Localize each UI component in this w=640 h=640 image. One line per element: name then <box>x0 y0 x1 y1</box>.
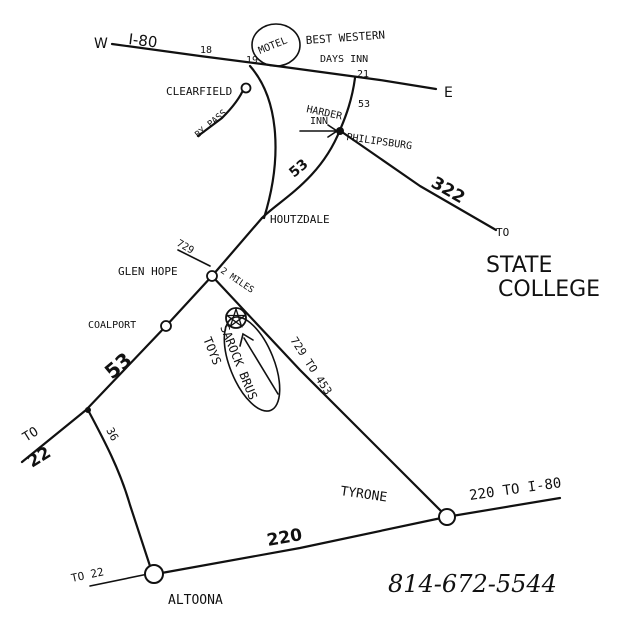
clearfield-label: CLEARFIELD <box>166 85 232 98</box>
compass-east: E <box>444 85 453 101</box>
harder-inn-line2: INN <box>310 116 328 127</box>
altoona-label: ALTOONA <box>168 593 223 608</box>
philipsburg-marker <box>336 127 344 135</box>
to-22-altoona-label: TO 22 <box>70 565 105 585</box>
glen-hope-label: GLEN HOPE <box>118 265 178 278</box>
route-220-label: 220 <box>265 525 304 551</box>
junction-36-marker <box>85 407 91 413</box>
exit-18-label: 18 <box>200 45 212 56</box>
compass-west: W <box>94 36 108 52</box>
road-53-north <box>260 76 357 220</box>
tyrone-label: TYRONE <box>339 484 388 505</box>
bypass-label: BY PASS <box>194 108 229 140</box>
best-western-label: BEST WESTERN <box>305 28 385 47</box>
days-inn-label: DAYS INN <box>320 54 368 65</box>
to-state-college-label: TO <box>496 226 509 239</box>
motel-label: MOTEL <box>257 35 289 56</box>
glen-hope-marker <box>206 270 218 282</box>
tyrone-marker <box>438 508 456 526</box>
road-729-spur <box>177 249 211 267</box>
to-22-west-line1: TO <box>20 424 41 445</box>
state-college-line2: COLLEGE <box>498 277 600 302</box>
phone-number: 814-672-5544 <box>388 570 557 598</box>
route-53-north-label: 53 <box>358 99 370 110</box>
coalport-marker <box>160 320 172 332</box>
road-36 <box>86 408 152 568</box>
road-clearfield-houtzdale <box>248 64 277 220</box>
toy-store-line2: TOYS <box>200 335 224 367</box>
coalport-label: COALPORT <box>88 320 136 331</box>
route-53-south-label: 53 <box>100 348 137 384</box>
philipsburg-label: PHILIPSBURG <box>346 132 413 152</box>
exit-21-label: 21 <box>357 69 369 80</box>
road-to-22-altoona <box>89 573 149 587</box>
toy-store-line1: SAROCK BRUS <box>217 323 260 402</box>
clearfield-marker <box>240 82 252 94</box>
houtzdale-label: HOUTZDALE <box>270 213 330 226</box>
pentagram-icon <box>224 306 248 329</box>
altoona-marker <box>144 564 164 584</box>
to-22-west-line2: 22 <box>24 443 55 473</box>
highway-i80-label: I-80 <box>128 30 159 51</box>
route-36-label: 36 <box>103 425 121 443</box>
toy-store-highlight-oval <box>223 316 281 412</box>
two-miles-label: 2 MILES <box>218 266 255 296</box>
road-729 <box>210 274 448 518</box>
motel-highlight-oval <box>251 23 301 67</box>
road-220 <box>154 496 562 576</box>
state-college-line1: STATE <box>486 253 552 278</box>
road-i80 <box>110 42 438 91</box>
exit-19-label: 19 <box>246 55 258 66</box>
toy-store-arrow <box>239 332 279 395</box>
route-729-to-453-label: 729 TO 453 <box>287 335 334 398</box>
road-322 <box>340 130 498 232</box>
